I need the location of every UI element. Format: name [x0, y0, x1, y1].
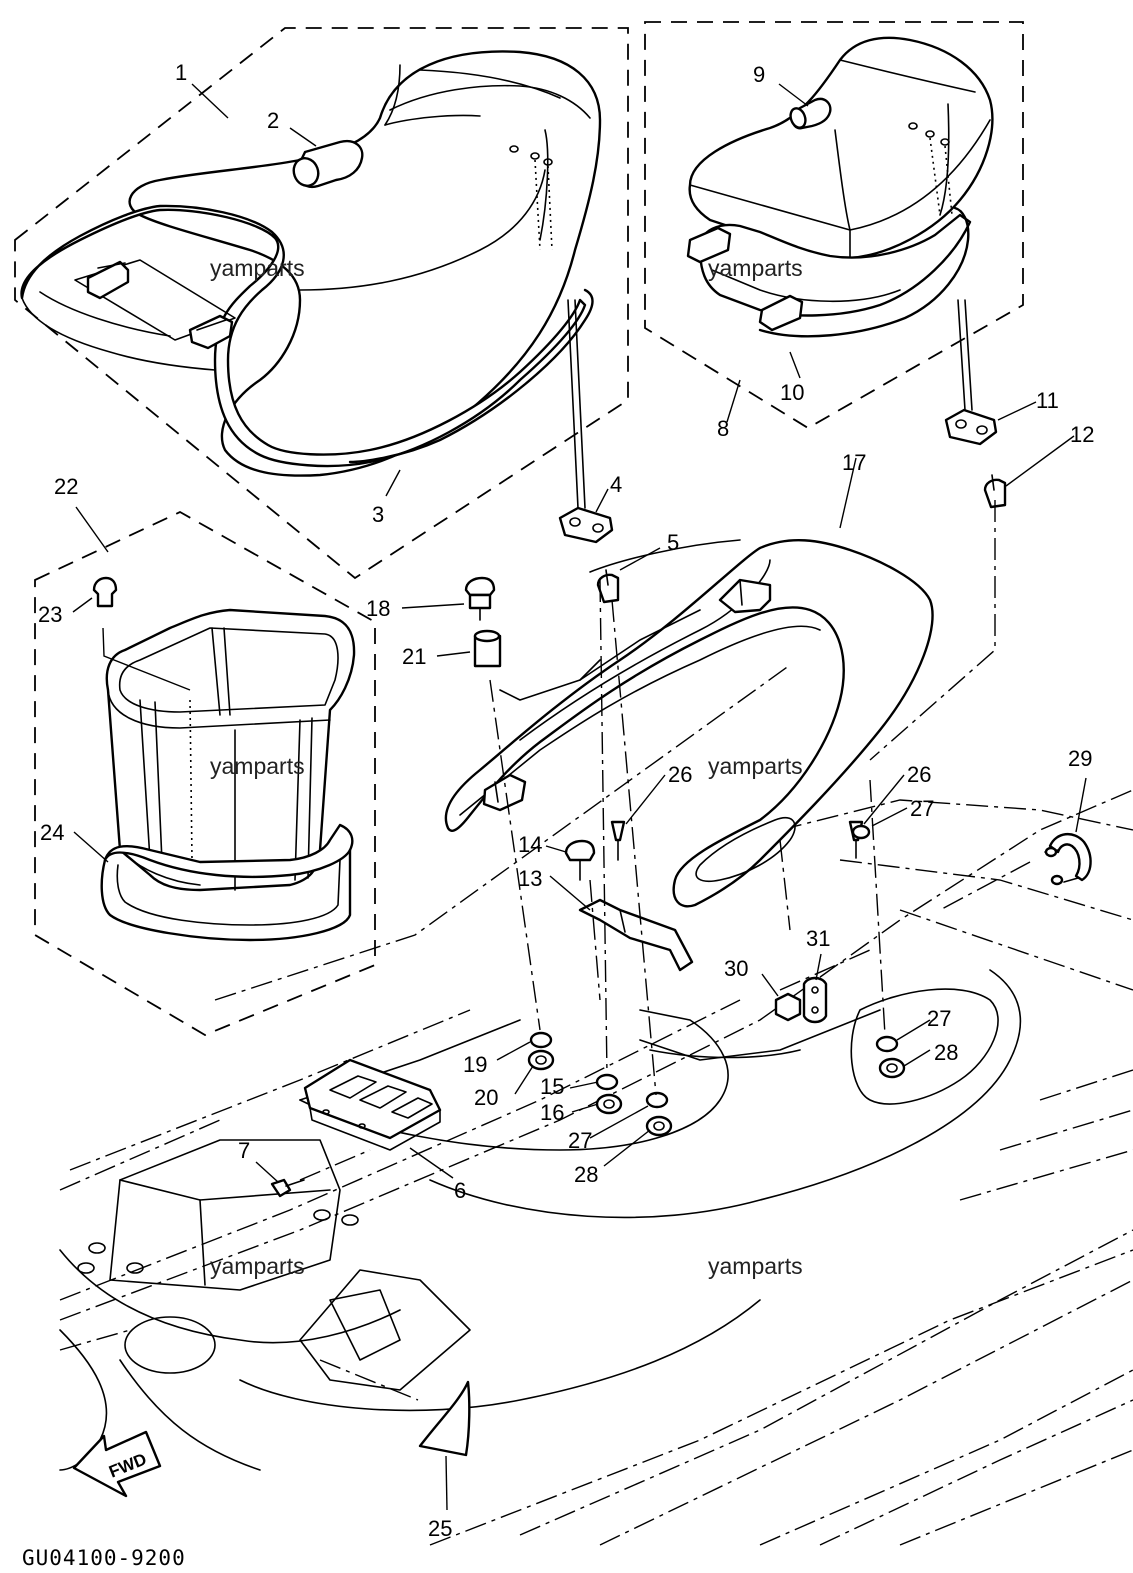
callout-28: 28	[934, 1040, 958, 1065]
watermark-text: yamparts	[210, 255, 305, 281]
watermark-text: yamparts	[210, 1253, 305, 1279]
hardware	[214, 299, 1092, 1457]
callout-1: 1	[175, 60, 187, 85]
callout-13: 13	[518, 866, 542, 891]
callout-11: 11	[1036, 388, 1059, 413]
forward-direction-arrow: FWD	[72, 1430, 162, 1498]
callout-27: 27	[927, 1006, 951, 1031]
callout-15: 15	[540, 1074, 564, 1099]
callout-17: 17	[842, 450, 866, 475]
callout-31: 31	[806, 926, 830, 951]
watermark-text: yamparts	[708, 255, 803, 281]
callout-12: 12	[1070, 422, 1094, 447]
callout-26: 26	[668, 762, 692, 787]
callout-26: 26	[907, 762, 931, 787]
callout-24: 24	[40, 820, 64, 845]
callout-27: 27	[910, 796, 934, 821]
group-8-boundary	[644, 21, 1024, 430]
callout-20: 20	[474, 1085, 498, 1110]
leader-lines	[72, 83, 1087, 1511]
seat-frame	[444, 539, 934, 908]
storage-bucket	[92, 576, 356, 942]
callout-22: 22	[54, 474, 78, 499]
watermarks: yamparts yamparts yamparts yamparts yamp…	[210, 255, 803, 1279]
rear-seat	[686, 36, 994, 338]
callout-16: 16	[540, 1100, 564, 1125]
group-1-boundary	[14, 27, 629, 580]
callout-27: 27	[568, 1128, 592, 1153]
callout-10: 10	[780, 380, 804, 405]
callout-4: 4	[610, 472, 622, 497]
callout-7: 7	[238, 1138, 250, 1163]
callout-5: 5	[667, 530, 679, 555]
callout-2: 2	[267, 108, 279, 133]
callout-28: 28	[574, 1162, 598, 1187]
callout-6: 6	[454, 1178, 466, 1203]
callout-19: 19	[463, 1052, 487, 1077]
callout-25: 25	[428, 1516, 452, 1541]
watermark-text: yamparts	[210, 753, 305, 779]
group-22-boundary	[34, 510, 376, 1037]
watermark-text: yamparts	[708, 1253, 803, 1279]
callout-29: 29	[1068, 746, 1092, 771]
main-seat	[20, 50, 602, 477]
diagram-code: GU04100-9200	[22, 1546, 186, 1570]
callout-labels: 1 2 3 4 5 6 7 8 9 10 11 12 13 14 15 16 1…	[38, 60, 1094, 1541]
callout-18: 18	[366, 596, 390, 621]
callout-14: 14	[518, 832, 542, 857]
callout-9: 9	[753, 62, 765, 87]
callout-21: 21	[402, 644, 426, 669]
callout-30: 30	[724, 956, 748, 981]
callout-8: 8	[717, 416, 729, 441]
watermark-text: yamparts	[708, 753, 803, 779]
callout-3: 3	[372, 502, 384, 527]
callout-23: 23	[38, 602, 62, 627]
